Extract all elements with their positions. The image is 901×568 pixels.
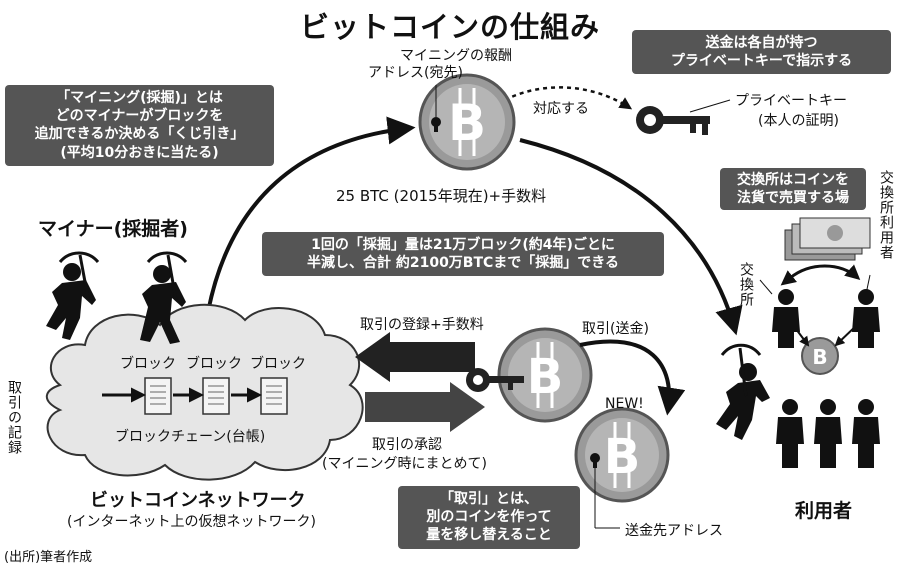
approval-sub-label: (マイニング時にまとめて): [322, 456, 487, 472]
new-label: NEW!: [605, 396, 644, 412]
box-line: どのマイナーがブロックを: [55, 108, 224, 125]
person-icon: [772, 289, 800, 348]
block-label: ブロック: [250, 356, 306, 372]
block-label: ブロック: [186, 356, 242, 372]
mining-reward-label: マイニングの報酬: [400, 48, 512, 64]
box-line: 量を移し替えること: [426, 527, 552, 544]
box-line: 半減し、合計 約2100万BTCまで「採掘」できる: [306, 255, 620, 272]
person-icon: [814, 399, 842, 468]
identity-proof-label: (本人の証明): [758, 113, 839, 129]
bitcoin-coin-icon: B: [497, 327, 593, 423]
correspond-arrow: [496, 86, 633, 110]
register-arrow: [355, 332, 475, 382]
send-label: 取引(送金): [582, 321, 649, 337]
miners-label: マイナー(採掘者): [38, 218, 188, 240]
private-key-label: プライベートキー: [735, 93, 847, 109]
person-icon: [852, 399, 880, 468]
box-line: 交換所はコインを: [737, 172, 849, 188]
bitcoin-coin-icon: B: [801, 337, 839, 375]
coin-to-user-arrow: [519, 138, 743, 336]
bitcoin-coin-icon: B: [418, 73, 516, 171]
exchange-users-vertical-label: 交換所利用者: [878, 170, 894, 260]
svg-text:B: B: [812, 345, 827, 369]
reward-amount-label: 25 BTC (2015年現在)+手数料: [336, 187, 547, 205]
transaction-record-vertical-label: 取引の記録: [6, 380, 22, 455]
private-key-box: 送金は各自が持つ プライベートキーで指示する: [632, 30, 891, 75]
person-icon: [776, 399, 804, 468]
box-line: 「取引」とは、: [440, 491, 538, 507]
miner-pickaxe-icon: [140, 251, 188, 344]
svg-text:B: B: [527, 349, 564, 405]
svg-text:B: B: [604, 429, 641, 485]
document-icon: [144, 377, 288, 415]
reward-arrow: [206, 116, 416, 313]
mining-definition-box: 「マイニング(採掘)」とは どのマイナーがブロックを 追加できるか決める「くじ引…: [5, 85, 274, 166]
approval-arrow: [365, 382, 485, 432]
blockchain-label: ブロックチェーン(台帳): [115, 429, 266, 445]
person-icon: [852, 289, 880, 348]
halving-box: 1回の「採掘」量は21万ブロック(約4年)ごとに 半減し、合計 約2100万BT…: [262, 232, 664, 277]
transaction-definition-box: 「取引」とは、 別のコインを作って 量を移し替えること: [398, 486, 580, 549]
approval-label: 取引の承認: [372, 437, 442, 453]
users-label: 利用者: [795, 500, 853, 522]
svg-text:B: B: [448, 94, 486, 152]
network-label: ビットコインネットワーク: [90, 490, 306, 511]
box-line: 送金は各自が持つ: [705, 35, 818, 51]
box-line: 追加できるか決める「くじ引き」: [34, 126, 245, 143]
corresponds-label: 対応する: [533, 101, 589, 117]
source-note: (出所)筆者作成: [4, 550, 93, 565]
key-icon: [466, 368, 524, 392]
box-line: 「マイニング(採掘)」とは: [56, 90, 223, 106]
register-label: 取引の登録+手数料: [360, 317, 484, 333]
box-line: 1回の「採掘」量は21万ブロック(約4年)ごとに: [311, 237, 615, 253]
cash-stack-icon: [784, 217, 871, 261]
network-sub-label: (インターネット上の仮想ネットワーク): [67, 514, 316, 530]
page-title: ビットコインの仕組み: [299, 10, 600, 44]
bitcoin-coin-icon: B: [574, 407, 670, 503]
miner-pickaxe-icon: [46, 251, 100, 340]
box-line: 法貨で売買する場: [737, 190, 849, 207]
address-label: アドレス(宛先): [368, 65, 463, 81]
box-line: プライベートキーで指示する: [670, 53, 853, 70]
box-line: 別のコインを作って: [426, 509, 552, 526]
recipient-address-label: 送金先アドレス: [625, 523, 723, 539]
miner-pickaxe-icon: [716, 343, 770, 440]
exchange-box: 交換所はコインを 法貨で売買する場: [720, 168, 866, 211]
exchange-vertical-label: 交換所: [738, 262, 754, 307]
block-label: ブロック: [120, 356, 176, 372]
send-arrow: [579, 339, 686, 416]
key-icon: [636, 106, 710, 135]
box-line: (平均10分おきに当たる): [60, 144, 219, 161]
